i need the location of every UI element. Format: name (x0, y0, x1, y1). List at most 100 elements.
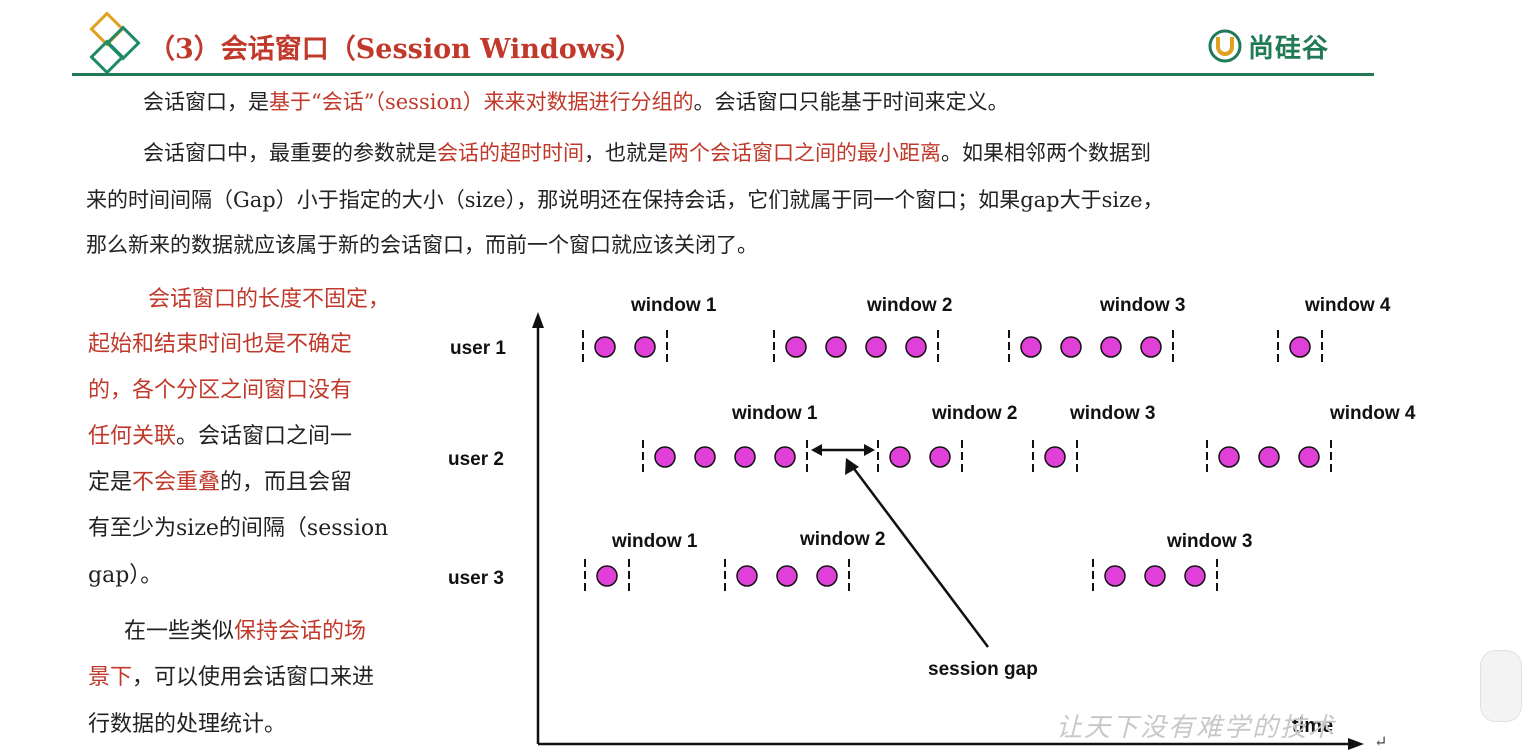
session-window: window 3 (1092, 531, 1253, 593)
data-point (1104, 565, 1126, 587)
data-point (905, 336, 927, 358)
window-label: window 1 (630, 295, 717, 316)
left-line-4: 任何关联。会话窗口之间一 (88, 414, 352, 460)
text-segment: 。会话窗口只能基于时间来定义。 (693, 90, 1009, 114)
intro-paragraph-2-line-2: 来的时间间隔（Gap）小于指定的大小（size），那说明还在保持会话，它们就属于… (86, 188, 1164, 212)
highlight-segment: 任何关联 (88, 424, 177, 449)
intro-paragraph-2-line-3: 那么新来的数据就应该属于新的会话窗口，而前一个窗口就应该关闭了。 (86, 233, 758, 257)
paragraph-mark-icon: ↵ (1374, 732, 1388, 751)
highlight-segment: 来对数据进行分组的 (504, 90, 694, 114)
brand-name: 尚硅谷 (1248, 33, 1330, 64)
data-point (816, 565, 838, 587)
data-point (654, 446, 676, 468)
left-line-3: 的，各个分区之间窗口没有 (88, 378, 353, 403)
data-point (865, 336, 887, 358)
intro-paragraph-1: 会话窗口，是基于“会话”（session）来来对数据进行分组的。会话窗口只能基于… (143, 79, 1009, 126)
highlight-segment: 会话的超时时间 (437, 141, 584, 165)
intro-paragraph-2-line-1: 会话窗口中，最重要的参数就是会话的超时时间，也就是两个会话窗口之间的最小距离。如… (143, 130, 1151, 177)
session-window: window 2 (773, 295, 953, 364)
windows-layer: window 1 window 2 window 3 window 4 window 1… (582, 295, 1416, 593)
data-point (1298, 446, 1320, 468)
window-label: window 4 (1304, 295, 1391, 316)
brand-logo: 尚硅谷 (1208, 26, 1329, 66)
window-label: window 1 (611, 531, 698, 552)
left-line-5: 定是不会重叠的，而且会留 (88, 460, 352, 506)
highlight-segment: 两个会话窗口之间的最小距离 (668, 141, 941, 165)
data-point (825, 336, 847, 358)
window-label: window 3 (1069, 403, 1156, 424)
watermark: 让天下没有难学的技术 (1056, 713, 1337, 743)
gap-label: session gap (928, 659, 1038, 680)
text-segment: 在一些类似 (124, 619, 235, 644)
data-point (774, 446, 796, 468)
side-float-widget[interactable] (1480, 650, 1522, 722)
text-segment: 定是 (88, 470, 133, 495)
data-point (785, 336, 807, 358)
gap-arrow-left-icon (811, 444, 822, 456)
highlight-segment: 不会重叠 (132, 470, 221, 495)
left-line-9: 景下，可以使用会话窗口来进 (88, 655, 374, 701)
data-point (1140, 336, 1162, 358)
text-segment: 会话窗口，是 (143, 90, 269, 114)
data-point (734, 446, 756, 468)
left-line-7: gap）。 (88, 563, 163, 588)
logo-mark-icon (89, 11, 141, 75)
session-window: window 4 (1206, 403, 1416, 474)
session-window: window 4 (1277, 295, 1391, 364)
data-point (1044, 446, 1066, 468)
session-window: window 1 (582, 295, 717, 364)
data-point (929, 446, 951, 468)
text-segment: 。会话窗口之间一 (176, 424, 353, 449)
gap-pointer-arrow-icon (845, 458, 859, 475)
window-label: window 4 (1329, 403, 1416, 424)
window-label: window 3 (1099, 295, 1186, 316)
left-line-6: 有至少为size的间隔（session (88, 516, 389, 541)
data-point (1144, 565, 1166, 587)
left-line-10: 行数据的处理统计。 (88, 712, 287, 737)
window-label: window 2 (866, 295, 953, 316)
brand-u-icon (1208, 29, 1242, 63)
highlight-segment: 保持会话的场 (234, 619, 367, 644)
gap-arrow-right-icon (864, 444, 875, 456)
data-point (1218, 446, 1240, 468)
text-segment: ，可以使用会话窗口来进 (132, 665, 375, 690)
data-point (1258, 446, 1280, 468)
data-point (1020, 336, 1042, 358)
data-point (594, 336, 616, 358)
window-label: window 3 (1166, 531, 1253, 552)
user-label: user 2 (448, 449, 504, 470)
left-line-8: 在一些类似保持会话的场 (124, 609, 366, 655)
text-segment: 的，而且会留 (220, 470, 353, 495)
data-point (1184, 565, 1206, 587)
text-segment: ，也就是 (584, 141, 668, 165)
data-point (1060, 336, 1082, 358)
session-window: window 3 (1032, 403, 1156, 474)
text-segment: 。如果相邻两个数据到 (941, 141, 1151, 165)
gap-pointer-line (851, 465, 989, 648)
data-point (596, 565, 618, 587)
data-point (776, 565, 798, 587)
left-line-1: 会话窗口的长度不固定， (148, 287, 391, 312)
highlight-segment: 景下 (88, 665, 133, 690)
data-point (1100, 336, 1122, 358)
x-axis-label: time (1292, 715, 1333, 737)
session-window: window 2 (724, 529, 886, 593)
window-label: window 1 (731, 403, 818, 424)
page-title: （3）会话窗口（Session Windows） (148, 34, 643, 65)
data-point (736, 565, 758, 587)
left-line-2: 起始和结束时间也是不确定 (88, 332, 353, 357)
window-label: window 2 (799, 529, 886, 550)
window-label: window 2 (931, 403, 1018, 424)
data-point (694, 446, 716, 468)
data-point (1289, 336, 1311, 358)
text-segment: 会话窗口中，最重要的参数就是 (143, 141, 437, 165)
y-axis-arrow-icon (532, 312, 544, 328)
user-label: user 3 (448, 568, 504, 589)
session-window: window 1 (584, 531, 698, 593)
data-point (889, 446, 911, 468)
highlight-segment: 基于“会话”（session）来 (269, 90, 505, 114)
session-window: window 3 (1008, 295, 1186, 364)
session-window: window 2 (877, 403, 1018, 474)
data-point (634, 336, 656, 358)
